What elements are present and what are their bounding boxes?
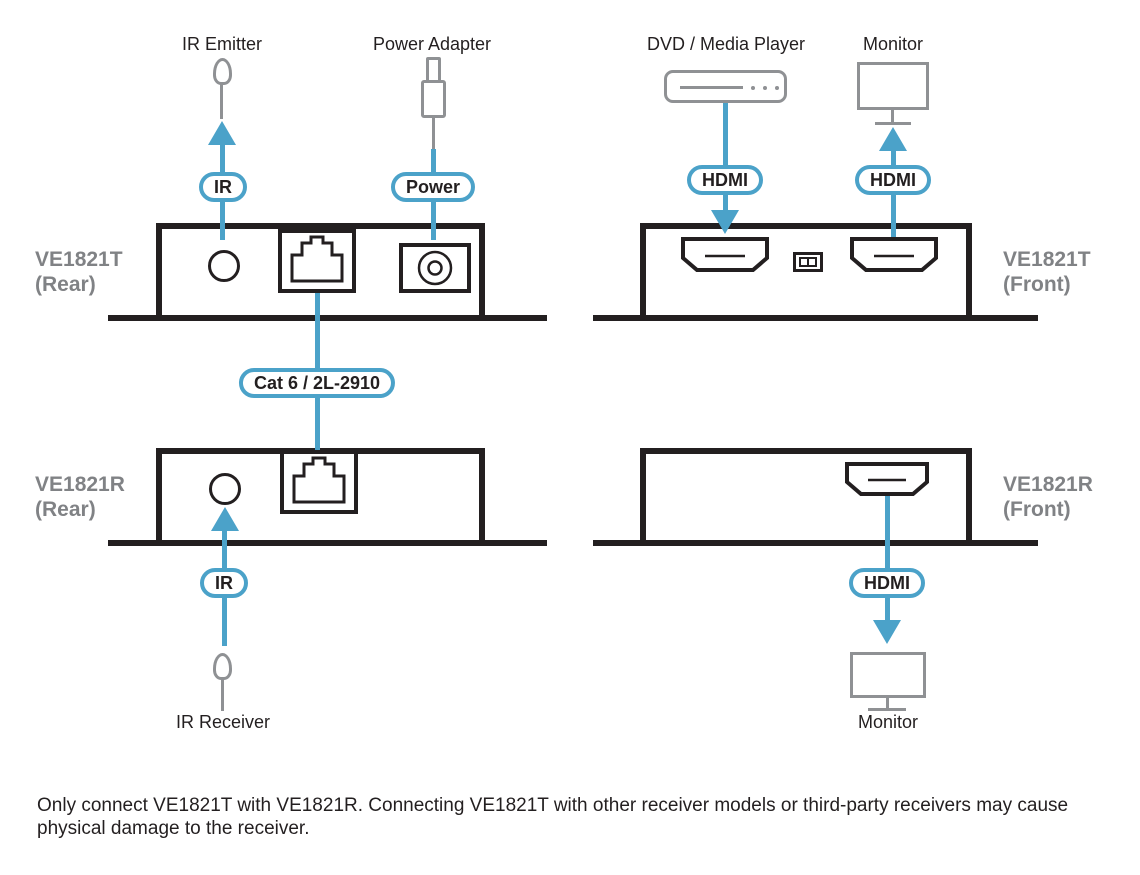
dvd-dot <box>751 86 755 90</box>
ir-receiver-line <box>222 529 227 569</box>
dvd-dot <box>763 86 767 90</box>
hdmi-in-port <box>681 237 769 272</box>
dip-switch <box>793 252 823 272</box>
rj45-port-t <box>278 229 356 293</box>
ir-emitter-cable <box>220 84 223 119</box>
device-view: (Rear) <box>35 498 96 521</box>
hdmi-display-line <box>891 149 896 165</box>
ir-connection-line <box>220 201 225 240</box>
device-name: VE1821R <box>35 473 125 496</box>
warning-note-line1: Only connect VE1821T with VE1821R. Conne… <box>37 795 1069 816</box>
hdmi-out-port-r <box>845 462 929 496</box>
hdmi-display-line-bottom <box>885 494 890 568</box>
ir-badge-top: IR <box>199 172 247 202</box>
cat6-cable-line <box>315 291 320 370</box>
power-connection-line <box>431 149 436 173</box>
device-view: (Rear) <box>35 273 96 296</box>
ve1821r-rear-label: VE1821R (Rear) <box>35 472 125 522</box>
arrow-up-to-ir-emitter-icon <box>208 121 236 145</box>
monitor-bottom-icon <box>850 652 926 698</box>
ve1821r-front-label: VE1821R (Front) <box>1003 472 1093 522</box>
power-adapter-cable <box>432 117 435 149</box>
hdmi-display-line-bottom <box>885 597 890 622</box>
ir-receiver-label: IR Receiver <box>175 712 271 732</box>
arrow-down-to-monitor-bottom <box>873 620 901 644</box>
hdmi-out-port <box>850 237 938 272</box>
monitor-stand <box>886 698 889 708</box>
hdmi-source-line <box>723 194 728 212</box>
device-view: (Front) <box>1003 498 1071 521</box>
ir-receiver-cable <box>221 679 224 711</box>
dc-power-jack <box>399 243 471 293</box>
monitor-stand-base <box>875 122 911 125</box>
arrow-up-to-ir-port <box>211 507 239 531</box>
cat6-cable-line <box>315 397 320 455</box>
ir-port-t <box>208 250 240 282</box>
hdmi-source-line <box>723 103 728 165</box>
ir-receiver-line <box>222 597 227 646</box>
ve1821t-rear-label: VE1821T (Rear) <box>35 247 123 297</box>
dvd-player-label: DVD / Media Player <box>646 34 806 54</box>
ir-badge-bottom: IR <box>200 568 248 598</box>
power-connection-line <box>431 201 436 240</box>
ir-port-r <box>209 473 241 505</box>
device-name: VE1821T <box>1003 248 1091 271</box>
dvd-player-icon <box>664 70 787 103</box>
device-view: (Front) <box>1003 273 1071 296</box>
monitor-top-icon <box>857 62 929 110</box>
power-adapter-body-icon <box>421 80 446 118</box>
ir-receiver-icon <box>213 653 232 680</box>
power-adapter-label: Power Adapter <box>372 34 492 54</box>
ir-connection-line <box>220 144 225 173</box>
ve1821t-front-label: VE1821T (Front) <box>1003 247 1091 297</box>
rj45-port-r <box>280 450 358 514</box>
monitor-stand-base <box>868 708 906 711</box>
dvd-slot <box>680 86 743 89</box>
hdmi-source-badge: HDMI <box>687 165 763 195</box>
ir-emitter-label: IR Emitter <box>181 34 263 54</box>
device-name: VE1821T <box>35 248 123 271</box>
hdmi-display-badge-top: HDMI <box>855 165 931 195</box>
cat6-badge: Cat 6 / 2L-2910 <box>238 368 396 398</box>
device-name: VE1821R <box>1003 473 1093 496</box>
warning-note: Only connect VE1821T with VE1821R. Conne… <box>37 794 1068 840</box>
monitor-top-label: Monitor <box>862 34 924 54</box>
arrow-down-to-hdmi-in-port <box>711 210 739 234</box>
monitor-stand <box>891 110 894 122</box>
dvd-dot <box>775 86 779 90</box>
hdmi-display-badge-bottom: HDMI <box>849 568 925 598</box>
arrow-up-to-monitor-top <box>879 127 907 151</box>
warning-note-line2: physical damage to the receiver. <box>37 818 310 839</box>
power-badge: Power <box>390 172 476 202</box>
monitor-bottom-label: Monitor <box>857 712 919 732</box>
ir-emitter-icon <box>213 58 232 85</box>
hdmi-display-line <box>891 194 896 242</box>
